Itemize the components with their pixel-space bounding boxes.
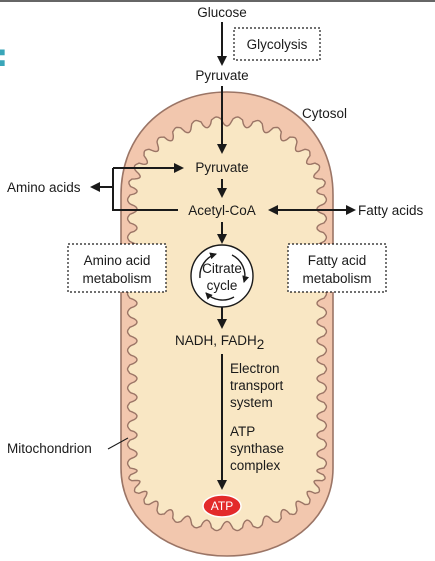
cycle-arrow-bottom xyxy=(205,292,235,301)
electron-transport-line2: transport xyxy=(230,378,284,393)
nadh-label: NADH, FADH2 xyxy=(175,333,264,352)
fatty-acids-label: Fatty acids xyxy=(358,203,424,218)
glycolysis-label: Glycolysis xyxy=(247,37,308,52)
citrate-label: Citrate xyxy=(202,261,242,276)
amino-acid-metabolism-line1: Amino acid xyxy=(84,253,151,268)
fatty-acid-metabolism-line1: Fatty acid xyxy=(308,253,367,268)
fatty-acid-metabolism-line2: metabolism xyxy=(302,271,371,286)
electron-transport-line3: system xyxy=(230,395,273,410)
atp-label: ATP xyxy=(211,499,233,513)
cycle-arrow-left xyxy=(199,252,217,279)
heading-fragment: : xyxy=(0,39,8,74)
pyruvate-outer-label: Pyruvate xyxy=(195,68,248,83)
glycolysis-box xyxy=(233,27,321,61)
nadh-text: NADH, FADH xyxy=(175,333,257,348)
cycle-label: cycle xyxy=(207,278,238,293)
nadh-subscript: 2 xyxy=(257,337,265,352)
atp-synthase-line2: synthase xyxy=(230,441,284,456)
amino-acid-metabolism-box xyxy=(67,243,167,293)
amino-acids-label: Amino acids xyxy=(7,180,81,195)
inner-membrane xyxy=(126,116,328,532)
acetyl-coa-label: Acetyl-CoA xyxy=(188,203,256,218)
amino-connector-line xyxy=(112,168,178,211)
mitochondrion-label: Mitochondrion xyxy=(7,441,92,456)
fatty-acid-metabolism-box xyxy=(287,243,387,293)
atp-badge xyxy=(202,494,242,518)
cytosol-label: Cytosol xyxy=(302,106,347,121)
atp-synthase-line3: complex xyxy=(230,458,281,473)
glucose-label: Glucose xyxy=(197,5,247,20)
cycle-arrow-right xyxy=(231,254,250,283)
amino-acid-metabolism-line2: metabolism xyxy=(82,271,151,286)
pyruvate-inner-label: Pyruvate xyxy=(195,160,248,175)
mitochondrion-leader-line xyxy=(107,437,129,450)
atp-synthase-line1: ATP xyxy=(230,424,255,439)
citrate-cycle: Citrate cycle xyxy=(190,244,254,308)
electron-transport-line1: Electron xyxy=(230,361,280,376)
mitochondrion-body xyxy=(120,91,334,557)
